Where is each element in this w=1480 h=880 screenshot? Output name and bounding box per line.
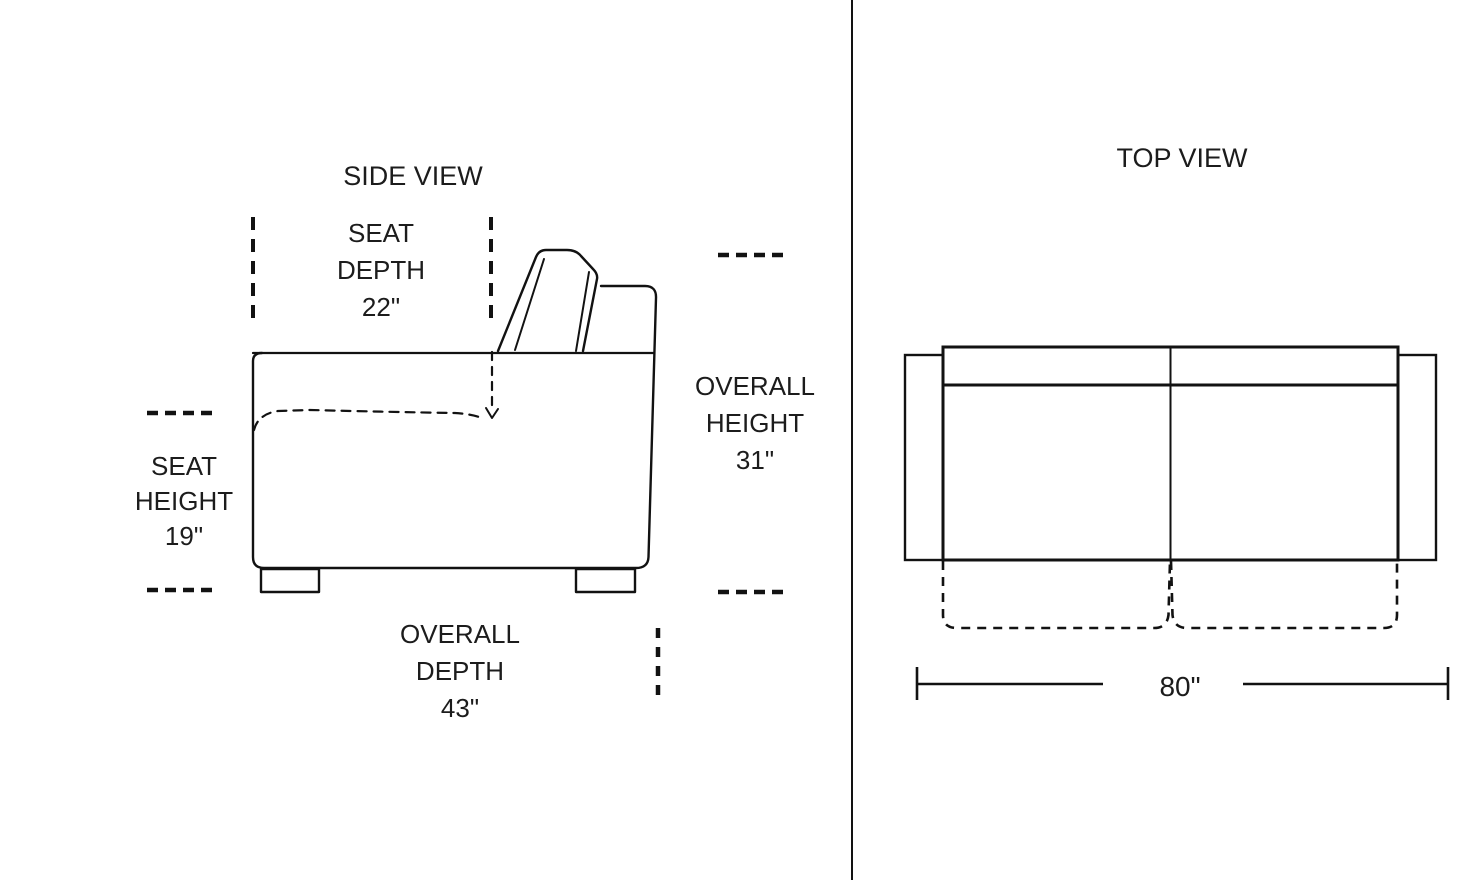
seat-depth-label-line1: SEAT (348, 218, 414, 248)
top-view-left-cushion-dashed (941, 560, 1172, 630)
seat-height-label-line1: SEAT (151, 451, 217, 481)
top-view-right-arm (1396, 353, 1438, 562)
sofa-top-view (903, 345, 1450, 700)
seat-depth-value: 22" (361, 292, 401, 322)
top-view-right-cushion-dashed (1169, 560, 1399, 630)
seat-depth-label-line2: DEPTH (336, 255, 426, 285)
top-view-left-arm (903, 353, 945, 562)
seat-height-value: 19" (164, 521, 204, 551)
seat-arrowhead (485, 407, 499, 419)
side-view-dimension-guides (147, 217, 784, 699)
seat-depth-label: SEAT DEPTH 22" (337, 215, 425, 326)
overall-width-value: 80" (1159, 671, 1201, 702)
sofa-body-outline (251, 284, 658, 570)
sofa-front-foot (259, 567, 321, 594)
overall-height-value: 31" (735, 445, 775, 475)
sofa-back-foot (574, 567, 637, 594)
backrest-cushion-outline (496, 248, 599, 353)
backrest-cushion-seam-left (514, 258, 545, 351)
overall-depth-label-line1: OVERALL (400, 619, 520, 649)
overall-height-label-line2: HEIGHT (705, 408, 805, 438)
overall-depth-value: 43" (440, 693, 480, 723)
overall-height-label: OVERALL HEIGHT 31" (695, 368, 815, 479)
overall-depth-label: OVERALL DEPTH 43" (400, 616, 520, 727)
seat-height-label: SEAT HEIGHT 19" (135, 449, 233, 554)
sofa-side-view (251, 248, 658, 594)
top-view-title: TOP VIEW (1116, 143, 1248, 173)
overall-height-label-line1: OVERALL (695, 371, 815, 401)
side-view-title: SIDE VIEW (343, 161, 483, 191)
backrest-cushion-seam-right (575, 271, 590, 352)
seat-height-label-line2: HEIGHT (134, 486, 234, 516)
seat-contour-dashed-line (252, 408, 481, 432)
overall-depth-label-line2: DEPTH (415, 656, 505, 686)
